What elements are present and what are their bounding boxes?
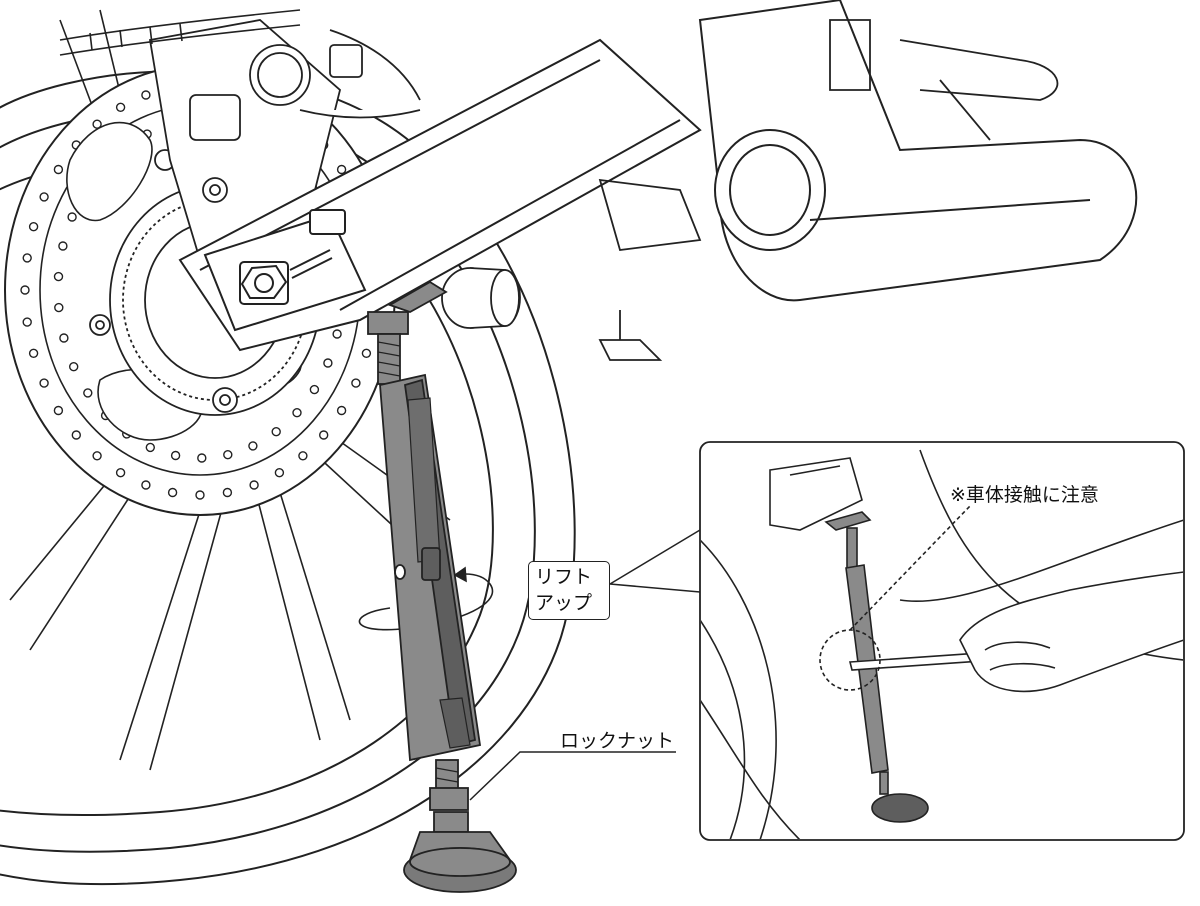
- disc-hole: [319, 430, 329, 440]
- disc-hole: [53, 405, 64, 416]
- disc-hole: [28, 348, 39, 358]
- drive-chain: [59, 9, 301, 56]
- disc-hole: [53, 164, 64, 175]
- disc-hole: [83, 388, 93, 398]
- disc-hole: [170, 450, 181, 461]
- disc-hole: [141, 90, 151, 100]
- disc-hole: [361, 348, 372, 358]
- disc-hole: [39, 378, 49, 388]
- disc-hole: [309, 384, 320, 395]
- disc-hole: [22, 253, 32, 263]
- disc-hole: [71, 430, 82, 440]
- disc-hole: [336, 164, 347, 175]
- disc-hole: [28, 221, 39, 232]
- disc-hole: [249, 480, 259, 490]
- disc-hole: [92, 119, 102, 129]
- lock-nut-leader: [469, 751, 676, 801]
- disc-hole: [195, 490, 205, 500]
- caution-label: ※車体接触に注意: [950, 484, 1099, 506]
- disc-hole: [274, 468, 285, 478]
- disc-hole: [67, 212, 77, 222]
- disc-hole: [351, 378, 361, 388]
- disc-hole: [92, 451, 102, 461]
- disc-hole: [141, 480, 151, 490]
- swingarm-spool: [441, 267, 521, 329]
- disc-hole: [115, 468, 126, 478]
- lock-nut-label: ロックナット: [560, 730, 675, 752]
- disc-hole: [271, 427, 281, 437]
- disc-hole: [39, 192, 49, 202]
- lift-up-label: リフト アップ: [528, 561, 610, 621]
- inset-callout: [609, 441, 1185, 841]
- disc-hole: [336, 405, 347, 416]
- disc-hole: [53, 271, 64, 282]
- disc-hole: [115, 102, 126, 113]
- lift-up-label-line1: リフト: [535, 566, 593, 588]
- disc-hole: [323, 358, 333, 368]
- disc-hole: [292, 408, 302, 418]
- disc-hole: [59, 333, 69, 343]
- main-stand: [367, 280, 517, 893]
- inset-illustration: [701, 449, 1183, 839]
- disc-hole: [332, 329, 342, 339]
- disc-hole: [20, 285, 30, 295]
- disc-hole: [222, 487, 233, 498]
- disc-hole: [197, 453, 207, 463]
- disc-hole: [58, 241, 68, 251]
- disc-hole: [54, 302, 64, 313]
- lift-up-label-line2: アップ: [535, 591, 593, 614]
- disc-hole: [145, 442, 156, 453]
- disc-hole: [68, 362, 79, 372]
- swingarm: [178, 38, 702, 352]
- disc-hole: [248, 441, 258, 451]
- disc-hole: [167, 487, 178, 498]
- disc-hole: [22, 317, 32, 327]
- exhaust-pipe: [698, 0, 1138, 302]
- disc-hole: [223, 450, 233, 460]
- frame-parts: [598, 19, 1059, 361]
- disc-hole: [298, 451, 308, 461]
